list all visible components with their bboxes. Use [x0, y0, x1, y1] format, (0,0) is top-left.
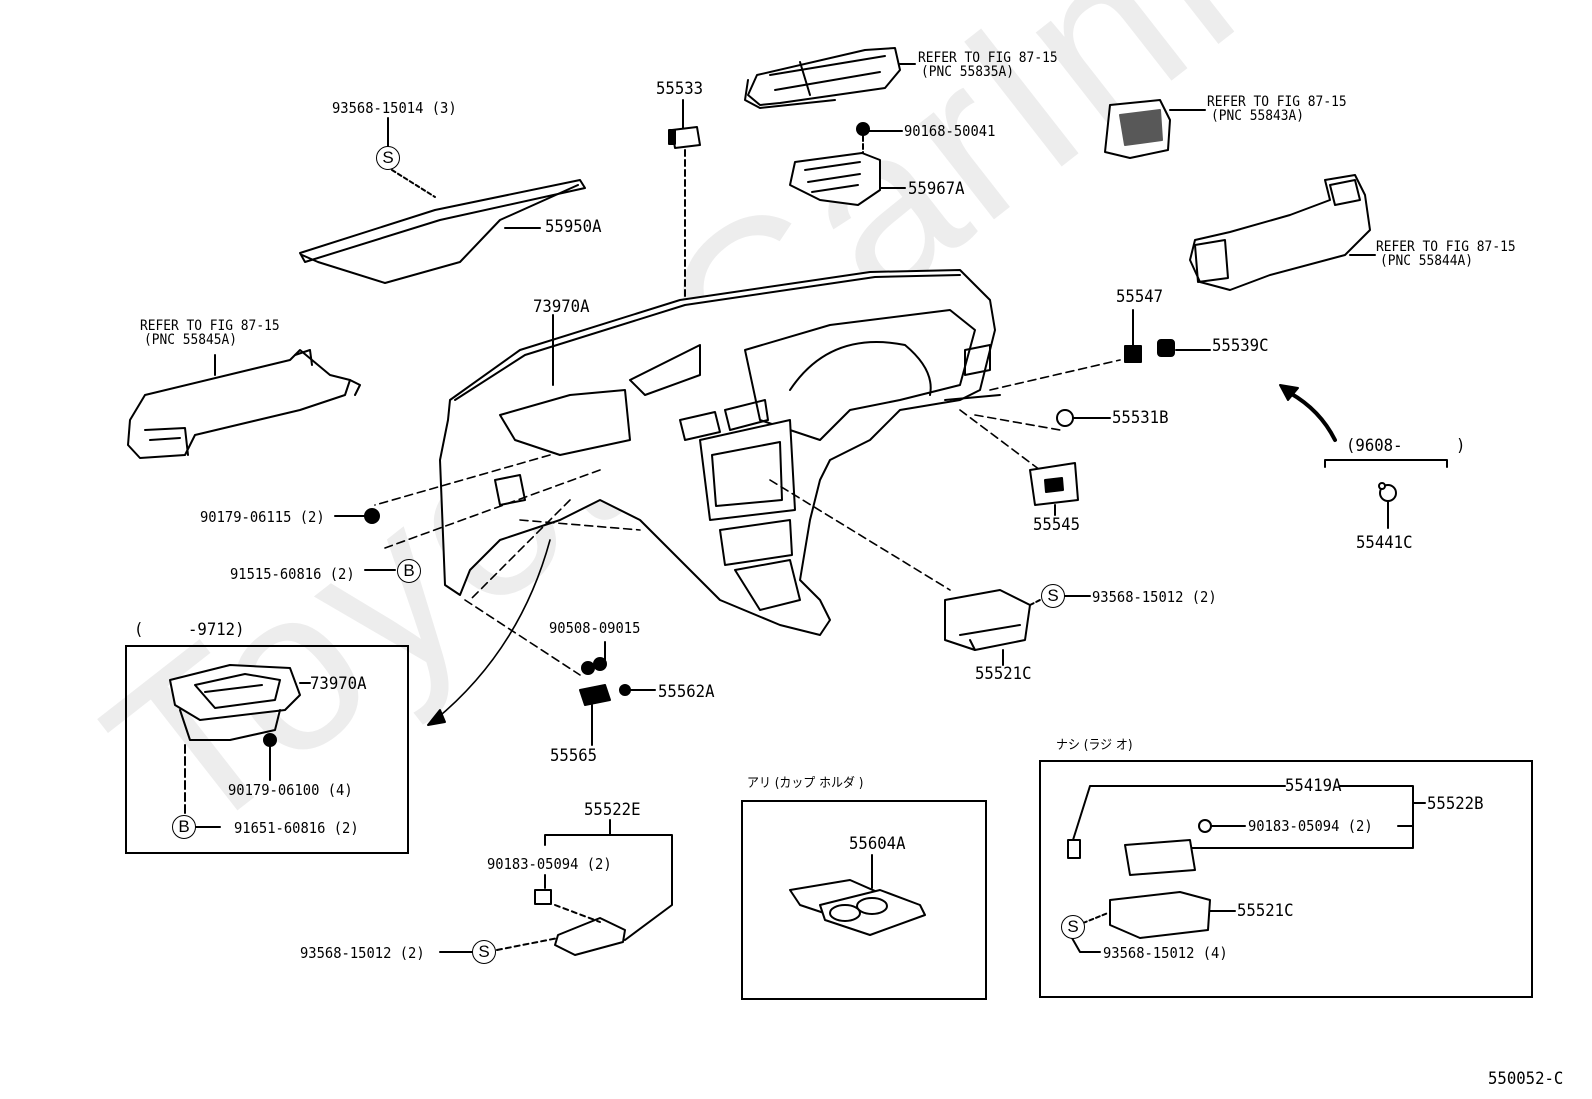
part-label-91515-60816: 91515-60816 (2): [230, 565, 355, 583]
part-label-55545: 55545: [1033, 515, 1081, 535]
bracket-9608: [1324, 459, 1448, 468]
panel-55545: [1029, 462, 1079, 516]
part-label-90179-06115: 90179-06115 (2): [200, 508, 325, 526]
bracket-55967A: [789, 122, 906, 206]
inset-caption-cup-holder: アリ (カップ ホルダ ): [747, 776, 864, 791]
clip-55539C: [1157, 339, 1211, 357]
clip-55547: [1124, 309, 1142, 363]
part-label-55547: 55547: [1116, 287, 1164, 307]
inset-box-cup-holder: [741, 800, 987, 1000]
screw-symbol-s: S: [472, 940, 496, 964]
date-range-9608-close: ): [1456, 436, 1466, 456]
screw-symbol-s: S: [1041, 584, 1065, 608]
part-label-55967A: 55967A: [908, 179, 965, 199]
part-label-55565: 55565: [550, 746, 598, 766]
inset-airbag-drawing: [169, 664, 311, 828]
bolt-symbol-b: B: [397, 559, 421, 583]
part-label-91651-60816: 91651-60816 (2): [234, 819, 359, 837]
duct-55835A: [744, 47, 916, 109]
ref-pnc-55835A: (PNC 55835A): [921, 64, 1015, 80]
part-label-93568-15014: 93568-15014 (3): [332, 99, 457, 117]
part-label-55521C: 55521C: [975, 664, 1032, 684]
ref-label-55844A: REFER TO FIG 87-15: [1376, 239, 1516, 255]
inset-cup-holder-drawing: [789, 854, 926, 936]
clip-55441C: [1378, 482, 1397, 529]
ref-label-55843A: REFER TO FIG 87-15: [1207, 94, 1347, 110]
date-range-9608: (9608-: [1346, 436, 1403, 456]
part-label-55562A: 55562A: [658, 682, 715, 702]
part-label-73970A-inset: 73970A: [310, 674, 367, 694]
part-label-55950A: 55950A: [545, 217, 602, 237]
screw-symbol-s: S: [1061, 915, 1085, 939]
part-label-73970A: 73970A: [533, 297, 590, 317]
part-label-90168-50041: 90168-50041: [904, 122, 996, 140]
arrow-9608: [1288, 391, 1337, 442]
inset-no-radio-drawing: [1067, 785, 1426, 953]
part-label-90508-09015: 90508-09015: [549, 619, 641, 637]
inset-box-no-radio: [1039, 760, 1533, 998]
ref-pnc-55845A: (PNC 55845A): [144, 332, 238, 348]
part-label-55522B: 55522B: [1427, 794, 1484, 814]
ref-pnc-55843A: (PNC 55843A): [1211, 108, 1305, 124]
panel-55950A: [299, 169, 586, 284]
inset-box-airbag: [125, 645, 409, 854]
date-range-open: (: [134, 620, 144, 640]
part-label-90183-05094: 90183-05094 (2): [487, 855, 612, 873]
pocket-55521C: [944, 589, 1041, 666]
part-label-55419A: 55419A: [1285, 776, 1342, 796]
ref-pnc-55844A: (PNC 55844A): [1380, 253, 1474, 269]
part-label-55531B: 55531B: [1112, 408, 1169, 428]
arrow-to-inset: [434, 539, 551, 721]
screw-symbol-s: S: [376, 146, 400, 170]
inset-caption-no-radio: ナシ (ラジ オ): [1056, 738, 1133, 753]
vent-55843A: [1104, 99, 1206, 159]
clips-90508-55565: [579, 641, 656, 746]
part-label-93568-15012-inset: 93568-15012 (4): [1103, 944, 1228, 962]
part-label-90179-06100: 90179-06100 (4): [228, 781, 353, 799]
figure-id: 550052-C: [1488, 1069, 1564, 1089]
part-label-55604A: 55604A: [849, 834, 906, 854]
part-label-55533: 55533: [656, 79, 704, 99]
part-label-55441C: 55441C: [1356, 533, 1413, 553]
nut-90179-06115: [364, 508, 380, 524]
part-label-55521C-inset: 55521C: [1237, 901, 1294, 921]
duct-55845A: [127, 349, 361, 459]
bolt-symbol-b: B: [172, 815, 196, 839]
ref-label-55845A: REFER TO FIG 87-15: [140, 318, 280, 334]
dashboard-73970A: [439, 269, 1001, 636]
part-label-55522E: 55522E: [584, 800, 641, 820]
part-label-93568-15012: 93568-15012 (2): [300, 944, 425, 962]
part-label-90183-05094: 90183-05094 (2): [1248, 817, 1373, 835]
group-55522E: [439, 819, 673, 956]
date-range-9712: -9712): [188, 620, 245, 640]
duct-55844A: [1189, 174, 1376, 291]
ref-label-55835A: REFER TO FIG 87-15: [918, 50, 1058, 66]
clip-55531B: [1056, 409, 1111, 427]
assembly-dashed-lines: [374, 359, 1121, 676]
part-label-55539C: 55539C: [1212, 336, 1269, 356]
part-label-93568-15012: 93568-15012 (2): [1092, 588, 1217, 606]
